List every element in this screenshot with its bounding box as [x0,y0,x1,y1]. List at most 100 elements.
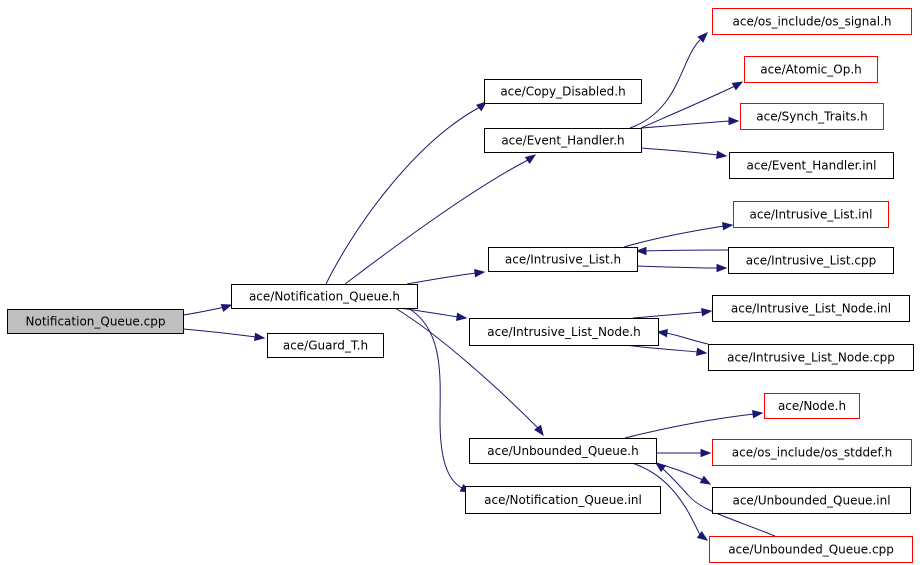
graph-node-n11[interactable]: ace/Synch_Traits.h [740,103,884,130]
edge-n4-to-n9 [629,32,708,129]
node-box[interactable] [469,438,657,464]
edge-n4-to-n10 [640,81,744,129]
graph-node-n1[interactable]: ace/Notification_Queue.h [231,284,418,309]
graph-node-n13[interactable]: ace/Intrusive_List.inl [733,201,889,228]
edge-line [665,332,709,345]
edge-n1-to-n7 [394,307,544,437]
node-box[interactable] [465,486,661,514]
graph-node-n8[interactable]: ace/Notification_Queue.inl [465,486,661,514]
graph-node-n10[interactable]: ace/Atomic_Op.h [744,56,878,83]
graph-node-n17[interactable]: ace/Node.h [764,393,860,419]
node-box[interactable] [484,79,642,104]
arrowhead-icon [731,81,744,91]
edge-line [407,307,463,489]
edge-n1-to-n4 [344,154,537,285]
node-box[interactable] [740,103,884,130]
graph-node-n4[interactable]: ace/Event_Handler.h [484,128,642,153]
graph-node-n14[interactable]: ace/Intrusive_List.cpp [728,247,894,274]
node-label: ace/Intrusive_List_Node.h [487,325,641,339]
node-label: ace/Atomic_Op.h [760,63,862,77]
node-label: ace/Intrusive_List_Node.cpp [727,351,895,365]
node-label: ace/os_include/os_signal.h [733,15,892,29]
node-box[interactable] [764,393,860,419]
edge-n7-to-n20 [631,462,709,541]
arrowhead-icon [728,116,740,126]
arrowhead-icon [654,462,667,473]
arrowhead-icon [752,409,764,419]
edge-n1-to-n5 [406,268,486,285]
node-box[interactable] [744,56,878,83]
arrowhead-icon [699,475,712,485]
graph-node-n6[interactable]: ace/Intrusive_List_Node.h [469,318,659,346]
edge-line [640,85,736,129]
node-box[interactable] [712,295,910,322]
node-box[interactable] [712,8,912,35]
arrowhead-icon [635,246,647,256]
node-label: ace/Intrusive_List.inl [750,208,873,222]
arrowhead-icon [475,101,488,112]
node-box[interactable] [712,487,911,514]
node-label: ace/Unbounded_Queue.h [487,444,638,458]
graph-node-n12[interactable]: ace/Event_Handler.inl [729,152,894,179]
graph-node-n16[interactable]: ace/Intrusive_List_Node.cpp [708,344,914,371]
node-box[interactable] [231,284,418,309]
arrowhead-icon [656,328,668,338]
node-box[interactable] [729,152,894,179]
edge-line [399,307,459,318]
graph-node-n15[interactable]: ace/Intrusive_List_Node.inl [712,295,910,322]
arrowhead-icon [716,150,728,160]
edge-line [394,307,539,429]
edge-n6-to-n16 [623,344,708,357]
node-box[interactable] [708,344,914,371]
node-box[interactable] [733,201,889,228]
arrowhead-icon [701,307,713,317]
node-label: ace/Copy_Disabled.h [500,85,625,99]
node-label: ace/Notification_Queue.h [249,290,400,304]
node-box[interactable] [728,247,894,274]
node-box[interactable] [488,247,638,272]
graph-node-n7[interactable]: ace/Unbounded_Queue.h [469,438,657,464]
edge-n4-to-n12 [640,147,728,160]
graph-node-n20[interactable]: ace/Unbounded_Queue.cpp [709,536,913,563]
node-box[interactable] [267,333,384,358]
node-label: Notification_Queue.cpp [26,315,166,329]
edge-line [632,311,704,319]
edge-line [631,462,701,536]
edge-line [406,272,477,285]
arrowhead-icon [716,263,728,273]
node-box[interactable] [712,439,912,466]
node-box[interactable] [7,309,184,334]
edge-line [623,225,725,248]
node-label: ace/Synch_Traits.h [756,110,867,124]
node-box[interactable] [484,128,642,153]
arrowhead-icon [220,303,233,313]
edge-line [644,249,729,252]
arrowhead-icon [722,221,734,231]
nodes-layer: Notification_Queue.cpp ace/Notification_Q… [7,8,914,563]
arrowhead-icon [696,531,709,541]
node-label: ace/Event_Handler.h [501,134,624,148]
edge-n20-to-n7 [654,462,776,537]
graph-node-n2[interactable]: ace/Guard_T.h [267,333,384,358]
edge-line [624,413,755,439]
graph-node-n3[interactable]: ace/Copy_Disabled.h [484,79,642,104]
edge-line [659,465,776,537]
arrowhead-icon [697,32,708,43]
edges-layer [182,32,776,541]
graph-node-n5[interactable]: ace/Intrusive_List.h [488,247,638,272]
node-label: ace/Unbounded_Queue.inl [732,494,890,508]
edge-n1-to-n8 [407,307,472,493]
graph-node-n19[interactable]: ace/Unbounded_Queue.inl [712,487,911,514]
node-box[interactable] [469,318,659,346]
node-label: ace/Unbounded_Queue.cpp [728,543,894,557]
edge-line [640,120,731,129]
graph-node-n0[interactable]: Notification_Queue.cpp [7,309,184,334]
arrowhead-icon [254,332,266,342]
node-box[interactable] [709,536,913,563]
graph-node-n18[interactable]: ace/os_include/os_stddef.h [712,439,912,466]
edge-n0-to-n2 [182,328,266,342]
arrowhead-icon [474,268,486,278]
graph-node-n9[interactable]: ace/os_include/os_signal.h [712,8,912,35]
node-label: ace/Intrusive_List.cpp [746,254,876,268]
